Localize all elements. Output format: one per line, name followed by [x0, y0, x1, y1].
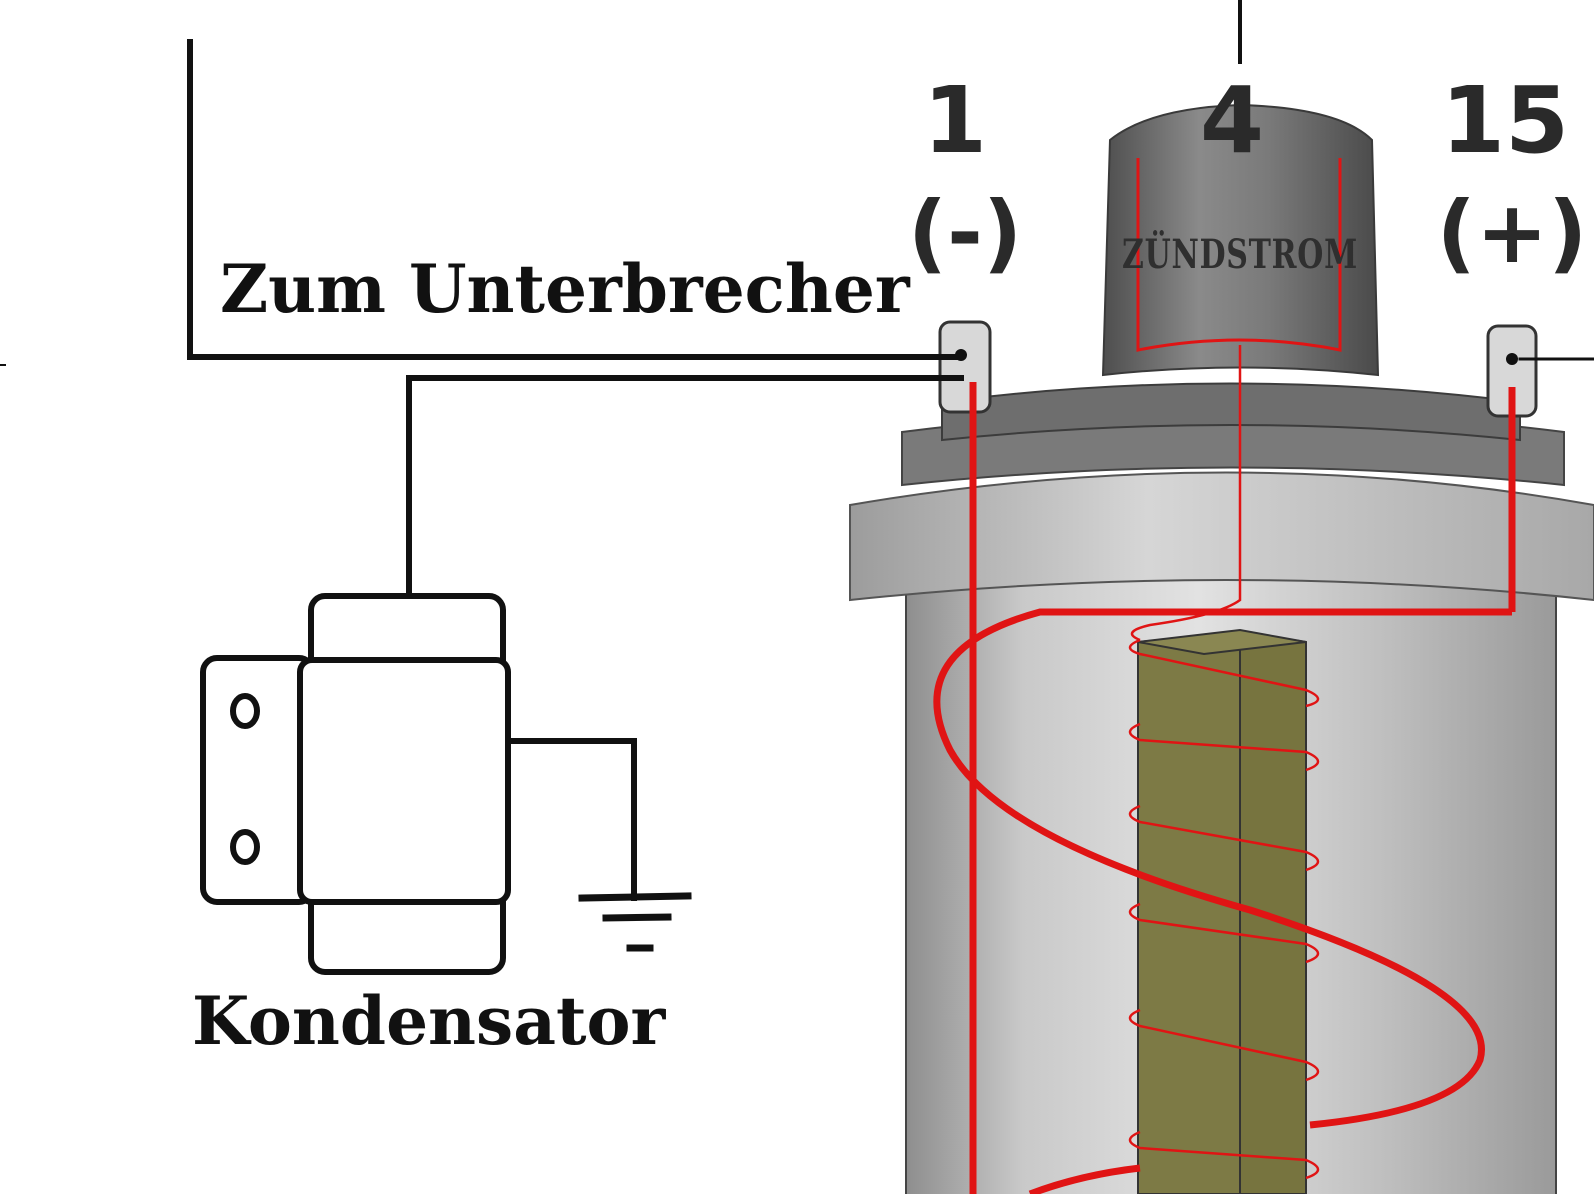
- condenser-bracket: [200, 655, 316, 905]
- secondary-winding: [1128, 638, 1320, 1180]
- terminal-1-number: 1: [923, 67, 987, 174]
- secondary-lead: [1130, 345, 1242, 642]
- terminal-15-screw: [1506, 353, 1518, 365]
- condenser-mount-hole-top: [230, 693, 260, 729]
- coil-tower: [1101, 103, 1380, 377]
- wiring: [187, 0, 1594, 901]
- wire-to-condenser: [406, 375, 964, 599]
- zuendstrom-label: ZÜNDSTROM: [1122, 231, 1358, 278]
- terminal-4-number: 4: [1200, 67, 1264, 174]
- wire-to-interrupter: [187, 39, 964, 360]
- primary-winding: [933, 608, 1485, 1129]
- condenser-mount-hole-bottom: [230, 829, 260, 865]
- iron-core-top: [1137, 628, 1307, 656]
- windings: [933, 158, 1516, 1198]
- tower-winding-outline: [1136, 158, 1342, 352]
- interrupter-label: Zum Unterbrecher: [220, 250, 911, 328]
- terminal-15-number: 15: [1441, 67, 1569, 174]
- ignition-coil: [849, 103, 1594, 1199]
- condenser-body: [297, 657, 511, 905]
- condenser-label: Kondensator: [192, 982, 666, 1060]
- terminal-15-polarity: (+): [1437, 183, 1588, 283]
- wire-condenser-ground: [502, 738, 637, 901]
- terminal-1-polarity: (-): [908, 183, 1022, 283]
- condenser: [200, 593, 511, 975]
- coil-cap-base: [941, 382, 1521, 442]
- coil-lower-flange: [849, 471, 1594, 602]
- iron-core-side: [1137, 630, 1241, 1195]
- ground-symbol: [578, 892, 692, 952]
- primary-winding-bottom: [1028, 1164, 1141, 1198]
- terminal-tab-1: [938, 320, 992, 414]
